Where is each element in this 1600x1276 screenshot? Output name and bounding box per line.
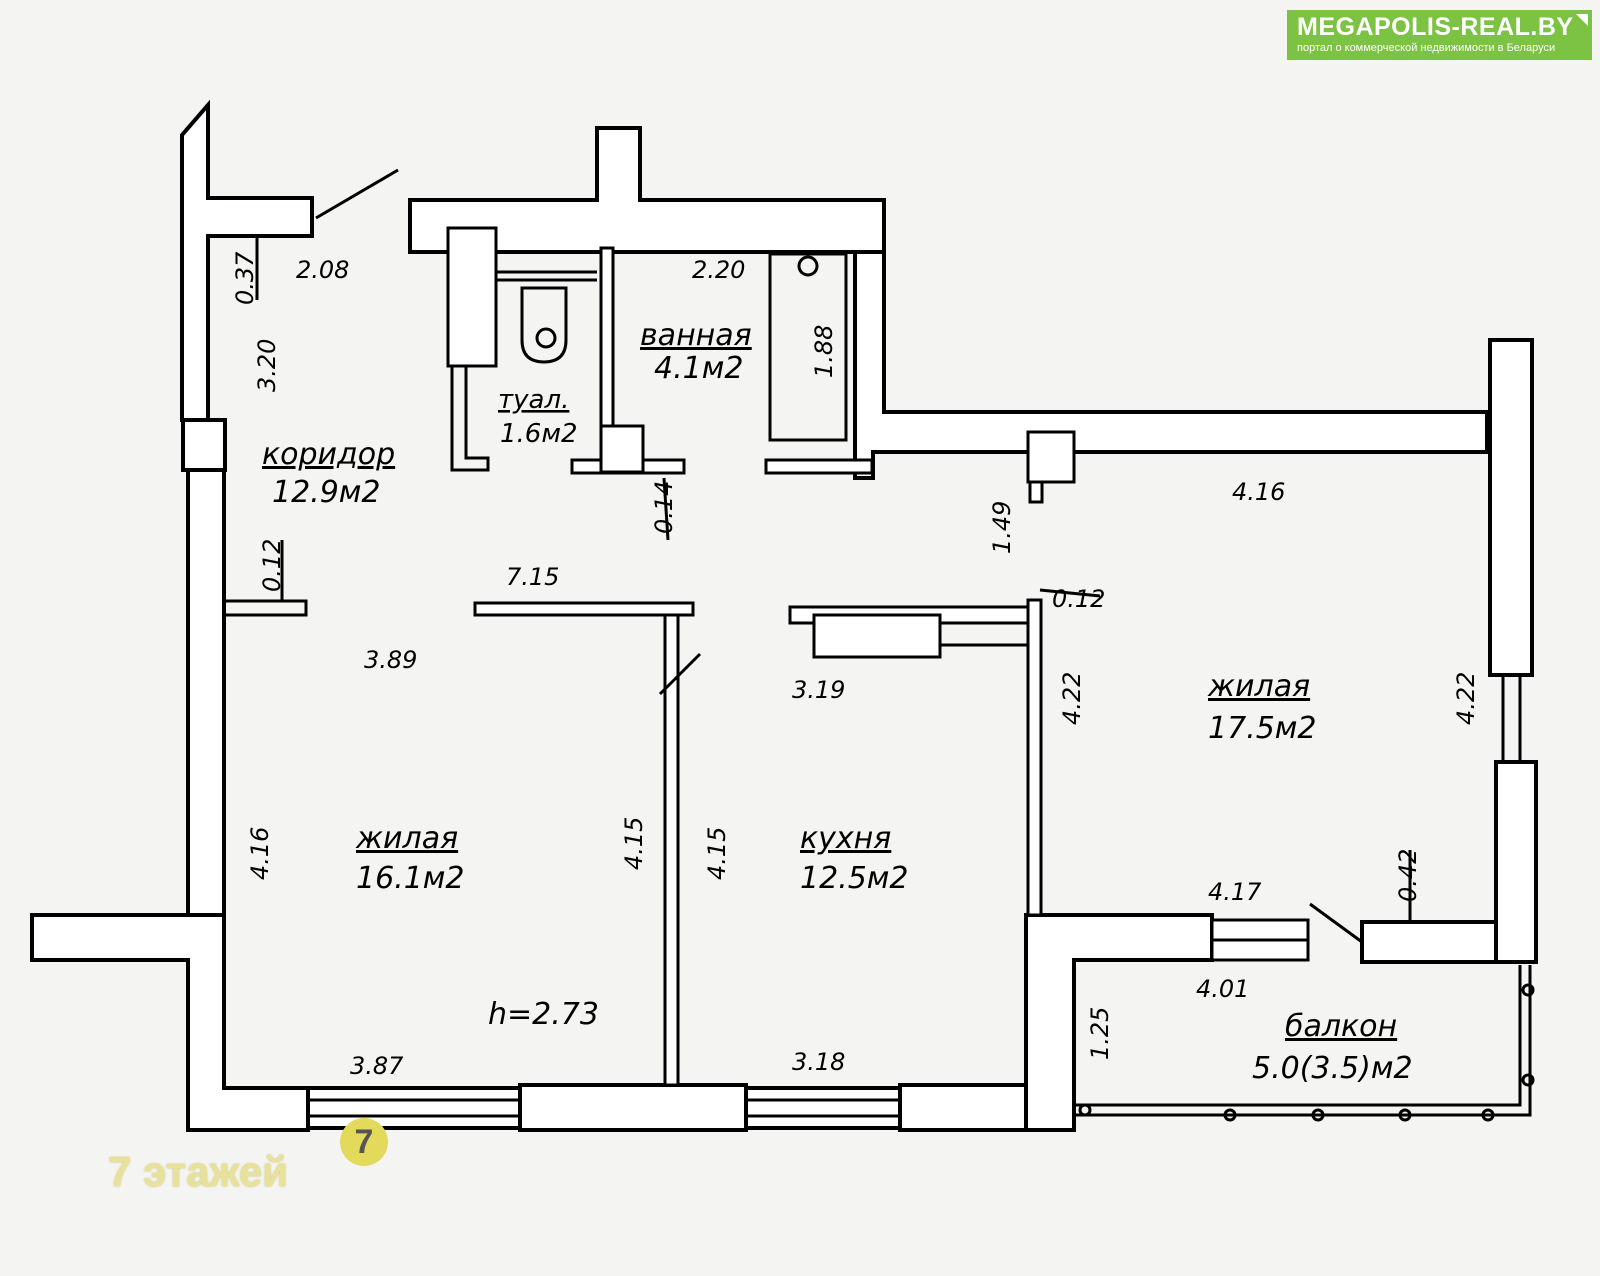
dim-318: 3.18 [792, 1048, 845, 1076]
wall-right-lower [1494, 760, 1538, 964]
wall-left-main [186, 468, 226, 920]
bathtub [768, 252, 848, 442]
kitchen-area: 12.5м2 [800, 861, 909, 896]
dim-320: 3.20 [253, 339, 281, 392]
seven-logo-glyph: 7 [354, 1123, 374, 1161]
right-shaft-tail [1028, 480, 1044, 504]
dim-715: 7.15 [506, 563, 559, 591]
living-right-area: 17.5м2 [1208, 711, 1317, 746]
railing-post-1 [1078, 1103, 1092, 1117]
wall-living-kitchen [663, 613, 680, 1087]
door-toilet [662, 477, 670, 541]
wall-kitchen-room [1026, 598, 1043, 917]
shaft-column [599, 424, 645, 474]
dim-125: 1.25 [1086, 1007, 1114, 1060]
dim-012-left: 0.12 [258, 539, 286, 592]
wall-bottom-c [744, 1086, 902, 1130]
kitchen-counter [812, 613, 942, 659]
wall-top [408, 126, 886, 254]
dim-401: 4.01 [1196, 975, 1249, 1003]
brand-tagline: портал о коммерческой недвижимости в Бел… [1297, 42, 1556, 54]
wall-balcony-top [1024, 913, 1214, 1132]
bath-bottom-wall [764, 458, 874, 475]
wall-bottom-a [306, 1086, 522, 1130]
right-shaft [1026, 430, 1076, 484]
dimension-labels: 2.08 0.37 3.20 2.20 1.88 0.14 0.12 7.15 … [231, 251, 1480, 1080]
bathroom-area: 4.1м2 [654, 351, 743, 386]
balcony-area: 5.0(3.5)м2 [1252, 1051, 1413, 1086]
dim-416-top: 4.16 [1232, 478, 1285, 506]
balcony-railing [1074, 965, 1522, 1107]
door-living [658, 652, 702, 696]
corridor-area: 12.9м2 [272, 475, 381, 510]
dim-422-right: 4.22 [1452, 672, 1480, 725]
dim-422-mid: 4.22 [1058, 672, 1086, 725]
kitchen-name: кухня [800, 821, 891, 856]
dim-188: 1.88 [810, 325, 838, 378]
dim-415-a: 4.15 [620, 817, 648, 870]
railing-post-4 [1398, 1108, 1412, 1122]
walls [30, 99, 1538, 1132]
wall-toilet-bath [599, 246, 615, 428]
toilet-name: туал. [498, 385, 569, 415]
wall-left-upper [181, 418, 227, 472]
toilet-wall-left [450, 366, 490, 472]
toilet-bowl [520, 286, 568, 364]
wall-right-upper [1488, 338, 1534, 677]
wall-corridor-stub [226, 599, 308, 617]
dim-389: 3.89 [364, 646, 417, 674]
railing-post-7 [1521, 1073, 1535, 1087]
toilet-hole [535, 327, 557, 349]
door-balcony [1309, 902, 1363, 944]
dim-417: 4.17 [1208, 878, 1262, 906]
corner-arrow-icon [1576, 14, 1588, 26]
wall-bottom-b [518, 1083, 748, 1132]
wall-living-left-top [473, 601, 695, 617]
dim-042: 0.42 [1394, 849, 1422, 902]
brand-banner[interactable]: MEGAPOLIS-REAL.BY портал о коммерческой … [1287, 10, 1592, 60]
seven-logo-icon: 7 [340, 1118, 388, 1166]
dim-220: 2.20 [692, 256, 745, 284]
balcony-name: балкон [1285, 1009, 1397, 1044]
dim-415-b: 4.15 [703, 827, 731, 880]
dim-416-left: 4.16 [246, 827, 274, 880]
room-labels: коридор 12.9м2 ванная 4.1м2 туал. 1.6м2 … [262, 318, 1413, 1086]
toilet-area: 1.6м2 [500, 419, 578, 449]
railing-post-5 [1481, 1108, 1495, 1122]
wall-bath-right [853, 250, 1489, 480]
ceiling-height: h=2.73 [488, 997, 599, 1032]
brand-name: MEGAPOLIS-REAL.BY [1297, 13, 1574, 41]
dim-208: 2.08 [296, 256, 349, 284]
dim-012-right: 0.12 [1052, 585, 1105, 613]
railing-post-3 [1311, 1108, 1325, 1122]
floors-watermark: 7 этажей [108, 1148, 288, 1195]
dim-319: 3.19 [792, 676, 845, 704]
toilet-pipe-box [446, 226, 498, 368]
dim-037: 0.37 [231, 251, 259, 305]
bathroom-name: ванная [640, 318, 752, 353]
fixtures [255, 168, 1535, 1122]
living-left-name: жилая [355, 821, 458, 856]
living-right-name: жилая [1207, 669, 1310, 704]
railing-post-6 [1521, 983, 1535, 997]
dim-149: 1.49 [988, 501, 1016, 554]
wall-balcony-stub [1360, 920, 1498, 964]
living-left-area: 16.1м2 [356, 861, 465, 896]
door-entrance [315, 168, 399, 220]
corridor-name: коридор [262, 437, 395, 472]
wall-left-protrusion [30, 913, 310, 1132]
dim-387: 3.87 [350, 1052, 404, 1080]
dim-014: 0.14 [650, 481, 678, 534]
door-kitchen-room [1039, 588, 1101, 598]
railing-post-2 [1223, 1108, 1237, 1122]
bathtub-drain [797, 255, 819, 277]
